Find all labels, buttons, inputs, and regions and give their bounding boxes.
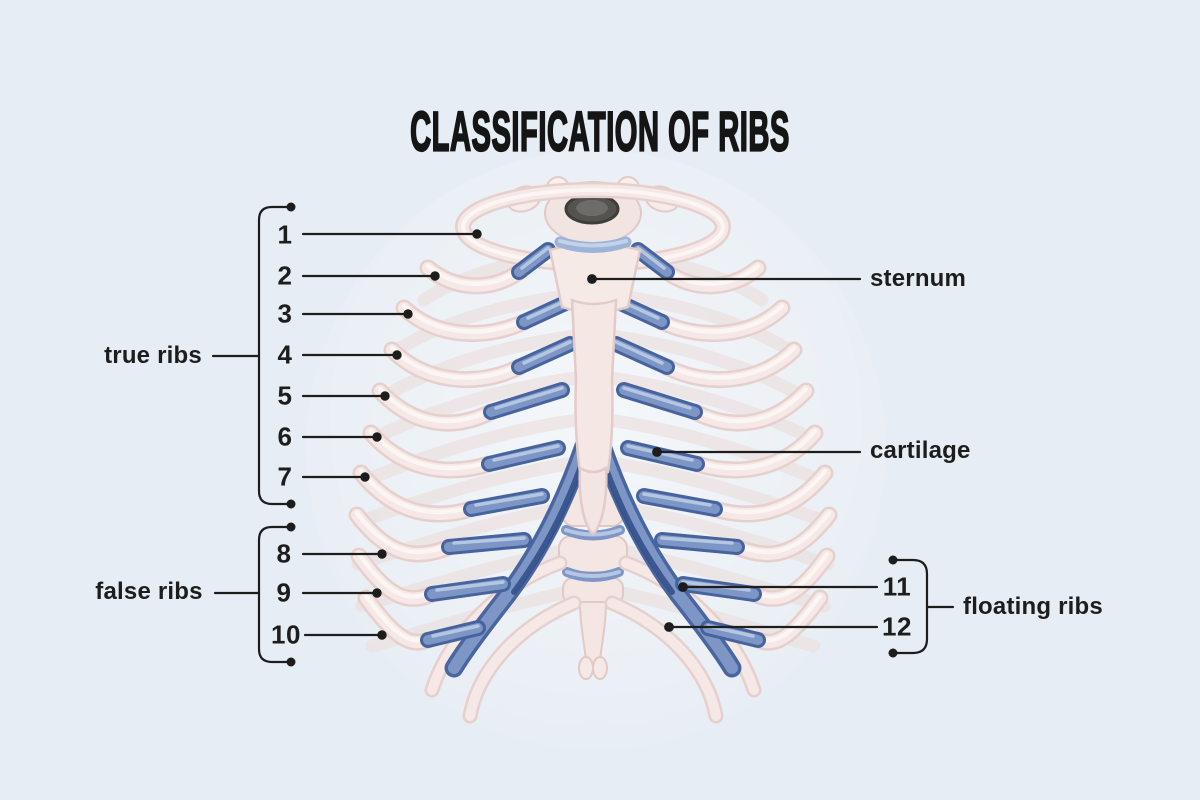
label-sternum: sternum bbox=[870, 265, 967, 292]
front-ribs bbox=[348, 259, 838, 651]
rib-number-11: 11 bbox=[882, 571, 912, 602]
rib-number-8: 8 bbox=[276, 538, 292, 569]
costal-arch bbox=[444, 436, 742, 678]
label-floating-ribs: floating ribs bbox=[963, 593, 1103, 620]
rib-number-4: 4 bbox=[277, 339, 293, 370]
floating-ribs-bracket bbox=[888, 555, 955, 658]
floating-ribs-bones bbox=[424, 555, 762, 724]
rib-number-10: 10 bbox=[271, 619, 301, 650]
false-ribs-bracket bbox=[213, 522, 296, 667]
costal-cartilage bbox=[420, 242, 766, 648]
rib-number-5: 5 bbox=[277, 380, 293, 411]
true-ribs-bracket bbox=[211, 202, 296, 509]
xiphoid-process bbox=[578, 465, 608, 536]
label-false-ribs: false ribs bbox=[95, 578, 203, 605]
rib-number-9: 9 bbox=[276, 577, 292, 608]
rib-number-12: 12 bbox=[882, 611, 912, 642]
leader-lines-left bbox=[301, 229, 482, 640]
label-cartilage: cartilage bbox=[870, 437, 971, 464]
leader-lines-right bbox=[587, 274, 879, 632]
page-title: CLASSIFICATION OF RIBS bbox=[410, 98, 790, 163]
rib-number-1: 1 bbox=[277, 219, 293, 250]
sternum-bone bbox=[548, 236, 642, 536]
rib-number-7: 7 bbox=[277, 461, 293, 492]
rib-number-2: 2 bbox=[277, 260, 293, 291]
rib-number-3: 3 bbox=[277, 298, 293, 329]
rib-number-6: 6 bbox=[277, 421, 293, 452]
sternum-body bbox=[570, 298, 618, 478]
label-true-ribs: true ribs bbox=[104, 342, 202, 369]
